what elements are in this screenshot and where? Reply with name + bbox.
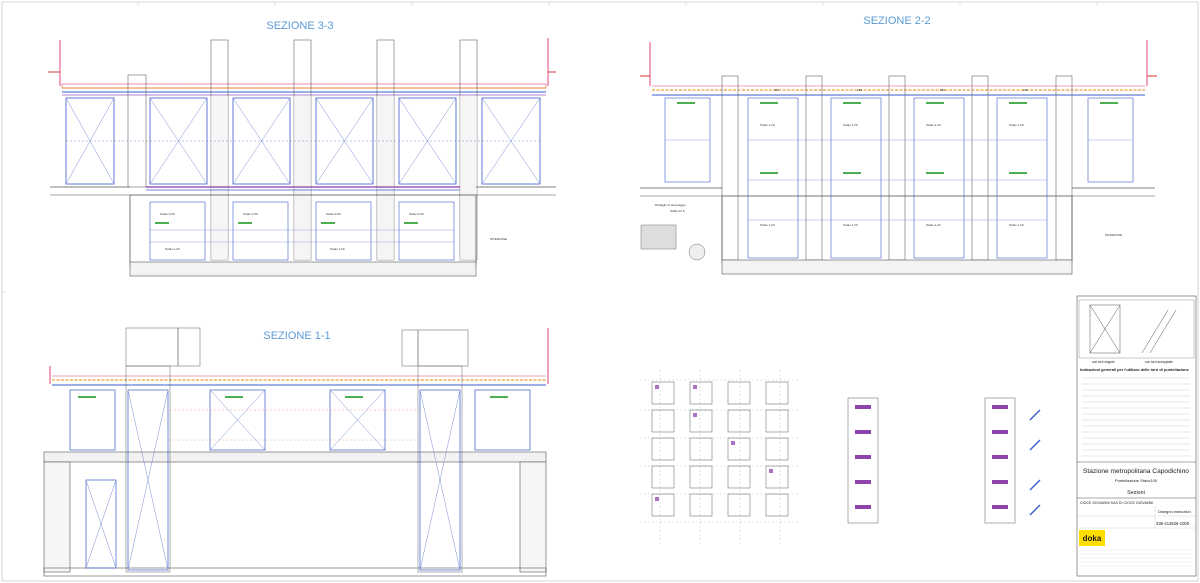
svg-text:Telaio 1,20: Telaio 1,20: [1009, 123, 1024, 127]
drawing-name: Sezioni: [1127, 490, 1145, 496]
title-block: con torri singole con torri accoppiate I…: [1076, 295, 1197, 577]
client-name: CIOCE GIOVANNI SAS DI CIOCE GIOVANNI: [1080, 501, 1153, 505]
svg-text:Telaio 1,20: Telaio 1,20: [926, 223, 941, 227]
project-subtitle: Puntellazione Staxo100: [1115, 478, 1158, 483]
svg-text:Telaio 0,90: Telaio 0,90: [243, 212, 258, 216]
section-2-2-title: SEZIONE 2-2: [863, 15, 930, 27]
note-paired-towers: con torri accoppiate: [1145, 360, 1173, 364]
svg-text:INTERASSE: INTERASSE: [1105, 233, 1122, 237]
svg-text:Telaio 0,90: Telaio 0,90: [160, 212, 175, 216]
section-3-3-title: SEZIONE 3-3: [266, 20, 333, 32]
svg-text:230: 230: [774, 88, 779, 92]
svg-text:230: 230: [857, 88, 862, 92]
svg-text:230: 230: [1023, 88, 1028, 92]
section-1-1-title: SEZIONE 1-1: [263, 330, 330, 342]
svg-text:230: 230: [940, 88, 945, 92]
guidelines-heading: Indicazioni generali per l'utilizzo dell…: [1080, 367, 1190, 372]
note-single-towers: con torri singole: [1092, 360, 1115, 364]
svg-text:Telaio 1,20: Telaio 1,20: [760, 123, 775, 127]
section-1-1-drawing: SEZIONE 1-1: [43, 327, 549, 577]
svg-text:Telaio 1,20: Telaio 1,20: [760, 223, 775, 227]
svg-text:Telaio 1,20: Telaio 1,20: [843, 123, 858, 127]
plan-view-grid: [640, 370, 1041, 545]
svg-text:Telaio 1,20: Telaio 1,20: [330, 247, 345, 251]
svg-text:Telaio 1,20: Telaio 1,20: [1009, 223, 1024, 227]
doka-logo: doka: [1083, 534, 1102, 543]
section-3-3-drawing: SEZIONE 3-3: [48, 20, 556, 277]
svg-text:INTERASSE: INTERASSE: [490, 237, 507, 241]
svg-text:Telaio 1,20: Telaio 1,20: [926, 123, 941, 127]
svg-text:Telaio 1,20: Telaio 1,20: [165, 247, 180, 251]
svg-text:Telaio 1,20: Telaio 1,20: [843, 223, 858, 227]
svg-text:Telaio 0,90: Telaio 0,90: [409, 212, 424, 216]
drawing-number: 336-413626-1000: [1156, 521, 1190, 526]
project-title: Stazione metropolitana Capodichino: [1083, 468, 1189, 475]
svg-text:Dettaglio di ancoraggio: Dettaglio di ancoraggio: [655, 203, 686, 207]
svg-text:Staffa 12.5: Staffa 12.5: [670, 209, 685, 213]
doka-logo-box: [1079, 530, 1105, 546]
svg-text:Telaio 0,90: Telaio 0,90: [326, 212, 341, 216]
section-2-2-drawing: SEZIONE 2-2 230 230 230 230: [640, 15, 1157, 275]
drawing-type: Disegno esecutivo: [1158, 509, 1191, 514]
